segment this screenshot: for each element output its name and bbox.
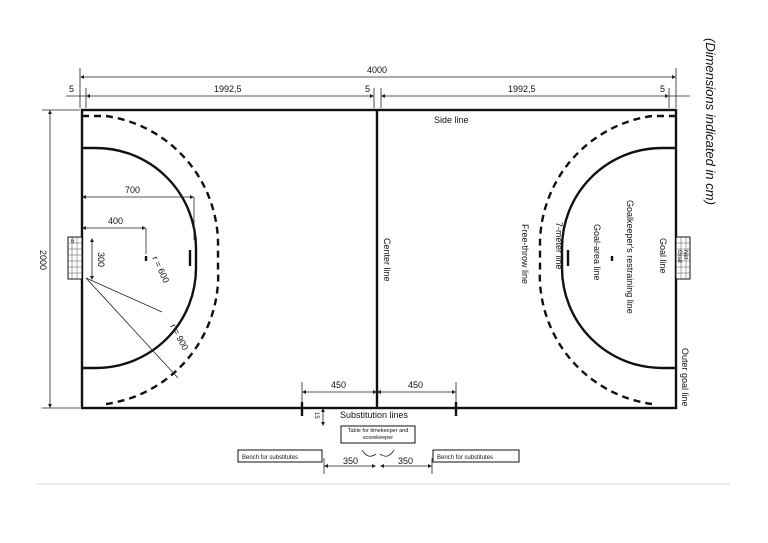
dim-bench-right: 350 bbox=[398, 456, 413, 466]
dim-line-center: 5 bbox=[365, 84, 370, 94]
outer-goal-line-label: Outer goal line bbox=[680, 348, 690, 407]
goal-area-line-right bbox=[560, 146, 676, 370]
timekeeper-table-label: Table for timekeeper and scorekeeper bbox=[347, 428, 409, 441]
timekeeper-table bbox=[340, 425, 416, 444]
bench-area: 350 350 bbox=[323, 449, 433, 474]
bench-right-label: Bench for substitutes bbox=[437, 455, 493, 461]
free-throw-line-left bbox=[82, 114, 220, 406]
left-dimensions: 700 400 300 r = 600 r = 900 bbox=[82, 185, 195, 379]
substitution-lines-label: Substitution lines bbox=[340, 410, 409, 420]
substitution-zone: 450 450 15 bbox=[300, 380, 458, 426]
bench-left-label: Bench for substitutes bbox=[242, 455, 298, 461]
side-line-label: Side line bbox=[434, 115, 469, 125]
dim-goalkeeper: 400 bbox=[108, 216, 123, 226]
dim-line-left: 5 bbox=[69, 84, 74, 94]
dim-line-right: 5 bbox=[660, 84, 665, 94]
dim-free-throw: 700 bbox=[125, 185, 140, 195]
dim-width: 2000 bbox=[38, 250, 48, 270]
top-dimensions: 4000 1992,5 1992,5 5 5 5 bbox=[66, 65, 690, 108]
dim-half-right: 1992,5 bbox=[508, 84, 536, 94]
free-throw-line-right bbox=[538, 114, 676, 406]
goal-label: Goal bbox=[676, 250, 682, 263]
goal-net-left bbox=[67, 236, 83, 280]
dim-half-left: 1992,5 bbox=[214, 84, 242, 94]
dim-bench-left: 350 bbox=[343, 456, 358, 466]
goal-net-right bbox=[675, 236, 691, 280]
dim-goal-offset: 300 bbox=[96, 252, 106, 267]
goalkeeper-restraining-line-label: Goalkeeper's restraining line bbox=[625, 200, 635, 314]
dim-r900: r = 900 bbox=[168, 322, 190, 352]
free-throw-line-label: Free-throw line bbox=[520, 224, 530, 284]
goal-area-line-label: Goal-area line bbox=[592, 224, 602, 281]
bench-left-box bbox=[237, 449, 323, 463]
dim-r600: r = 600 bbox=[150, 255, 171, 285]
net-label: Net bbox=[682, 250, 688, 260]
dim-goal-small: 6 bbox=[71, 239, 75, 245]
width-dimension: 2000 bbox=[38, 109, 80, 409]
goal-area-line-left bbox=[82, 146, 198, 370]
center-line-label: Center line bbox=[382, 238, 392, 282]
dim-sub-left: 450 bbox=[331, 380, 346, 390]
dimensions-note: (Dimensions indicated in cm) bbox=[703, 38, 718, 205]
dim-total-length: 4000 bbox=[367, 65, 387, 75]
seven-meter-line-label: 7-meter line bbox=[554, 222, 564, 270]
dim-sub-extent: 15 bbox=[313, 412, 319, 419]
bench-right-box bbox=[432, 449, 520, 463]
court-boundary bbox=[80, 108, 678, 410]
goal-line-label: Goal line bbox=[658, 238, 668, 274]
dim-sub-right: 450 bbox=[408, 380, 423, 390]
